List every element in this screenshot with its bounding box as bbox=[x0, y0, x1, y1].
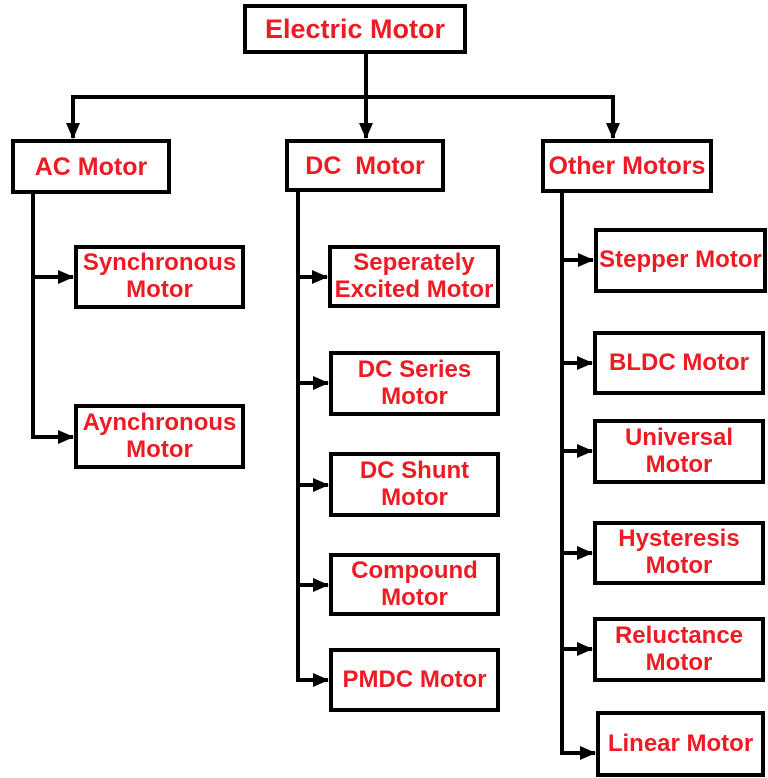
node-bldc-motor: BLDC Motor bbox=[593, 331, 765, 395]
node-dc-shunt-motor: DC Shunt Motor bbox=[329, 452, 500, 517]
node-universal-motor: Universal Motor bbox=[593, 419, 765, 484]
node-compound-motor: Compound Motor bbox=[329, 553, 500, 616]
node-ac-motor: AC Motor bbox=[11, 139, 171, 194]
connector-other-branch bbox=[560, 193, 596, 760]
node-aynchronous-motor: Aynchronous Motor bbox=[74, 404, 245, 469]
connector-dc-branch bbox=[296, 192, 329, 687]
connector-ac-branch bbox=[31, 194, 74, 444]
node-hysteresis-motor: Hysteresis Motor bbox=[593, 521, 765, 585]
node-stepper-motor: Stepper Motor bbox=[594, 228, 767, 293]
node-dc-series-motor: DC Series Motor bbox=[329, 351, 500, 416]
node-seperately-excited-motor: Seperately Excited Motor bbox=[328, 245, 500, 308]
node-dc-motor: DC Motor bbox=[285, 139, 445, 192]
node-linear-motor: Linear Motor bbox=[596, 711, 765, 777]
node-other-motors: Other Motors bbox=[541, 139, 713, 193]
node-electric-motor: Electric Motor bbox=[243, 4, 467, 54]
node-reluctance-motor: Reluctance Motor bbox=[593, 617, 765, 682]
node-pmdc-motor: PMDC Motor bbox=[329, 648, 500, 712]
connector-root-to-branches bbox=[66, 54, 620, 139]
node-synchronous-motor: Synchronous Motor bbox=[74, 245, 245, 309]
